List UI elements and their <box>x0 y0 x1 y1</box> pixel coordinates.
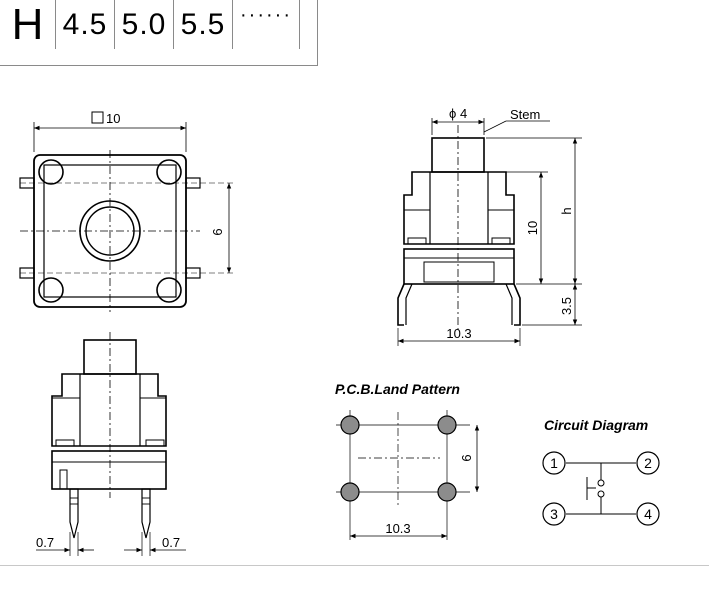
top-view-pitch-dim: 6 <box>210 228 225 235</box>
pcb-title: P.C.B.Land Pattern <box>335 381 460 397</box>
pcb-pad-2 <box>437 415 457 435</box>
pcb-pad-3 <box>340 482 360 502</box>
height-value-1: 4.5 <box>56 0 115 49</box>
circuit-pin-2: 2 <box>644 455 652 471</box>
right-lead-width-dim: 0.7 <box>162 535 180 550</box>
stem-label: Stem <box>510 107 540 122</box>
circuit-title: Circuit Diagram <box>544 417 648 433</box>
phi-symbol: ϕ <box>449 106 456 121</box>
height-more: ······ <box>233 0 300 49</box>
body-height-dim: 10 <box>525 221 540 235</box>
circuit-pin-1: 1 <box>550 455 558 471</box>
pcb-pad-1 <box>340 415 360 435</box>
pcb-pad-4 <box>437 482 457 502</box>
pin-length-dim: 3.5 <box>559 297 574 315</box>
top-view-width-dim: 10 <box>106 111 120 126</box>
bottom-rule <box>0 565 709 566</box>
height-value-3: 5.5 <box>174 0 233 49</box>
total-height-dim: h <box>559 207 574 214</box>
pcb-pitch-dim: 6 <box>459 454 474 461</box>
circuit-diagram <box>542 451 660 526</box>
side-view <box>397 118 582 346</box>
side-width-dim: 10.3 <box>446 326 471 341</box>
header-end-rule <box>317 0 318 66</box>
stem-diameter-dim: 4 <box>460 106 467 121</box>
top-view <box>19 111 236 312</box>
left-lead-width-dim: 0.7 <box>36 535 54 550</box>
circuit-pin-3: 3 <box>550 506 558 522</box>
height-options-table: H 4.5 5.0 5.5 ······ <box>0 0 300 65</box>
front-view <box>36 332 186 556</box>
pcb-width-dim: 10.3 <box>385 521 410 536</box>
height-value-2: 5.0 <box>115 0 174 49</box>
circuit-pin-4: 4 <box>644 506 652 522</box>
height-label: H <box>0 0 56 49</box>
header-bottom-rule <box>0 65 318 66</box>
